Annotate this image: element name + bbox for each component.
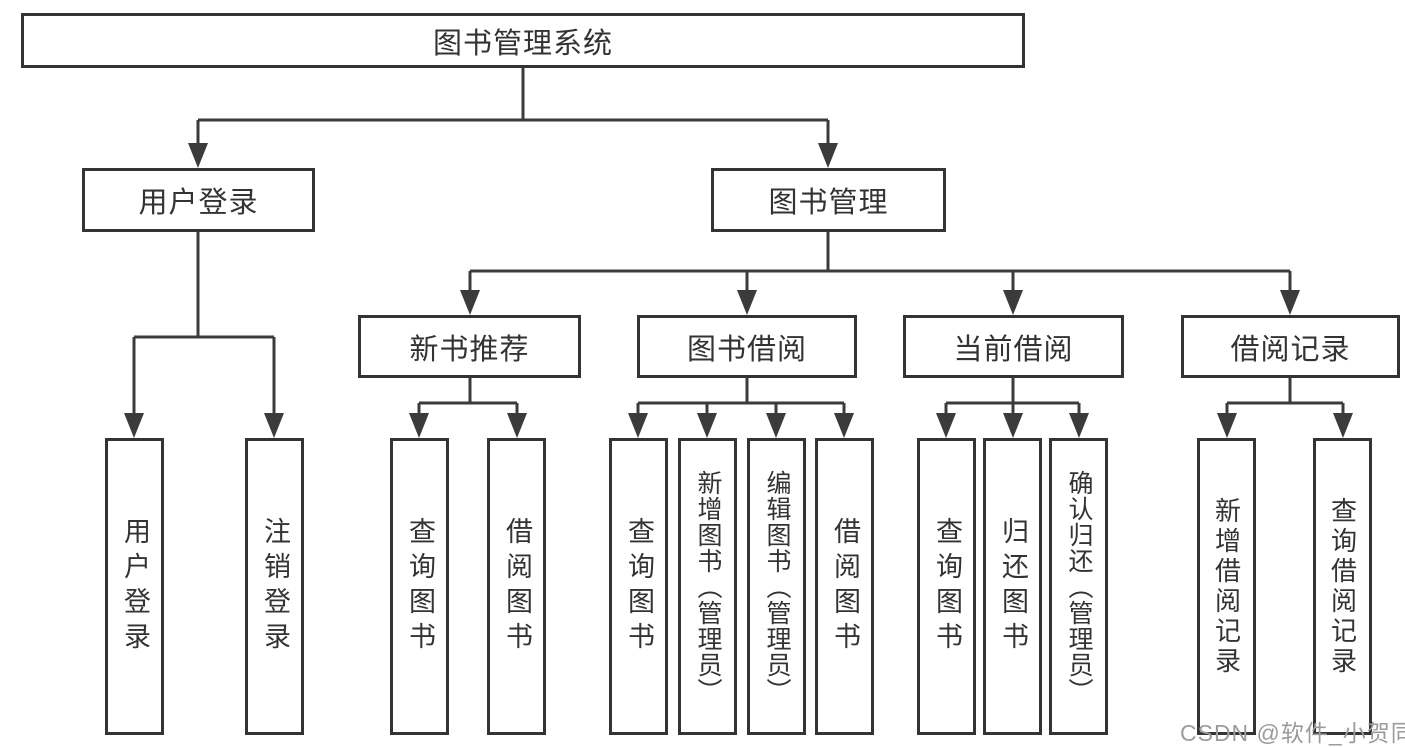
node-user-login-action: 用户登录 <box>105 438 164 735</box>
node-label: 新增图书（管理员） <box>694 469 722 704</box>
node-add-books-admin: 新增图书（管理员） <box>678 438 737 735</box>
node-label: 当前借阅 <box>953 333 1074 366</box>
node-borrowing-records: 借阅记录 <box>1181 315 1400 378</box>
node-add-borrow-record: 新增借阅记录 <box>1197 438 1256 735</box>
node-label: 图书管理 <box>768 187 889 219</box>
node-confirm-return-admin: 确认归还（管理员） <box>1049 438 1108 735</box>
node-label: 编辑图书（管理员） <box>763 469 791 704</box>
node-current-borrowing: 当前借阅 <box>903 315 1124 378</box>
node-borrow-books-borrowing: 借阅图书 <box>815 438 874 735</box>
node-label: 归还图书 <box>998 516 1028 657</box>
node-label: 新书推荐 <box>409 333 530 366</box>
node-query-borrow-record: 查询借阅记录 <box>1313 438 1372 735</box>
node-label: 确认归还（管理员） <box>1065 469 1093 704</box>
node-label: 图书借阅 <box>686 333 807 366</box>
node-label: 注销登录 <box>260 516 290 657</box>
node-label: 借阅图书 <box>502 516 532 657</box>
node-label: 查询借阅记录 <box>1327 496 1358 677</box>
node-new-book-recommend: 新书推荐 <box>358 315 581 378</box>
node-label: 借阅图书 <box>830 516 860 657</box>
node-label: 用户登录 <box>138 187 259 219</box>
node-logout-action: 注销登录 <box>245 438 304 735</box>
node-edit-books-admin: 编辑图书（管理员） <box>747 438 806 735</box>
node-label: 图书管理系统 <box>432 27 613 60</box>
node-user-login: 用户登录 <box>82 168 315 232</box>
node-label: 新增借阅记录 <box>1211 496 1242 677</box>
node-return-books: 归还图书 <box>983 438 1042 735</box>
node-label: 用户登录 <box>120 516 150 657</box>
node-book-borrowing: 图书借阅 <box>637 315 857 378</box>
node-query-books-current: 查询图书 <box>917 438 976 735</box>
node-label: 查询图书 <box>932 516 962 657</box>
node-label: 查询图书 <box>405 516 435 657</box>
node-label: 借阅记录 <box>1230 333 1351 366</box>
watermark: CSDN @软件_小贺同学 <box>1180 720 1405 746</box>
node-book-management: 图书管理 <box>711 168 946 232</box>
node-borrow-books-recommend: 借阅图书 <box>487 438 546 735</box>
arrowheads <box>124 143 1353 438</box>
node-query-books-recommend: 查询图书 <box>390 438 449 735</box>
node-label: 查询图书 <box>624 516 654 657</box>
node-root: 图书管理系统 <box>21 13 1025 68</box>
node-query-books-borrowing: 查询图书 <box>609 438 668 735</box>
